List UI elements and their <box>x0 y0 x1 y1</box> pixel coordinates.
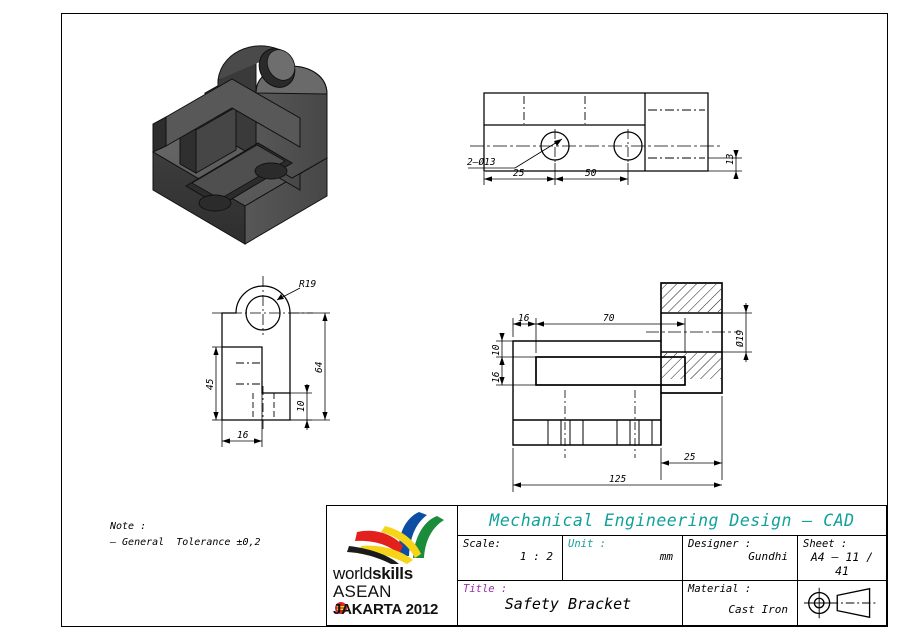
sheet-label: Sheet : <box>803 538 848 550</box>
main-title-text: Mechanical Engineering Design – CAD <box>489 511 855 530</box>
worldskills-swoosh-icon <box>347 512 444 564</box>
drawing-title-field: Title : Safety Bracket <box>458 581 683 625</box>
sheet-value: A4 – 11 / 41 <box>810 550 874 578</box>
asean-emblem-icon <box>335 602 347 614</box>
title-block: worldskills ASEAN JAKARTA 2012 Mechanica… <box>326 505 887 626</box>
general-note: Note : – General Tolerance ±0,2 <box>110 521 261 548</box>
material-label: Material : <box>688 583 752 595</box>
logo-world-text: world <box>333 564 373 583</box>
logo-asean-text: ASEAN <box>333 582 392 601</box>
scale-label: Scale: <box>463 538 501 550</box>
unit-label: Unit : <box>568 538 606 550</box>
material-value: Cast Iron <box>728 603 788 616</box>
material-field: Material : Cast Iron <box>683 581 798 625</box>
scale-value: 1 : 2 <box>519 550 553 563</box>
title-block-row-2: Title : Safety Bracket Material : Cast I… <box>458 581 886 625</box>
scale-field: Scale: 1 : 2 <box>458 536 563 580</box>
title-value: Safety Bracket <box>504 595 632 613</box>
logo-line-asean: ASEAN <box>333 582 455 614</box>
title-block-logo-cell: worldskills ASEAN JAKARTA 2012 <box>327 506 458 625</box>
sheet-field: Sheet : A4 – 11 / 41 <box>798 536 886 580</box>
designer-field: Designer : Gundhi <box>683 536 798 580</box>
unit-field: Unit : mm <box>563 536 683 580</box>
logo-skills-text: skills <box>372 564 413 583</box>
designer-value: Gundhi <box>748 550 788 563</box>
worldskills-asean-logo: worldskills ASEAN JAKARTA 2012 <box>327 506 460 624</box>
unit-value: mm <box>659 550 673 563</box>
first-angle-projection-icon <box>803 587 878 619</box>
title-label: Title : <box>463 583 508 595</box>
designer-label: Designer : <box>688 538 752 550</box>
logo-line-worldskills: worldskills <box>333 564 455 584</box>
title-block-fields: Mechanical Engineering Design – CAD Scal… <box>458 506 886 625</box>
projection-symbol-field <box>798 581 886 625</box>
logo-line-jakarta: JAKARTA 2012 <box>333 601 439 618</box>
title-block-row-1: Scale: 1 : 2 Unit : mm Designer : Gundhi… <box>458 536 886 581</box>
title-block-main-title: Mechanical Engineering Design – CAD <box>458 506 886 536</box>
